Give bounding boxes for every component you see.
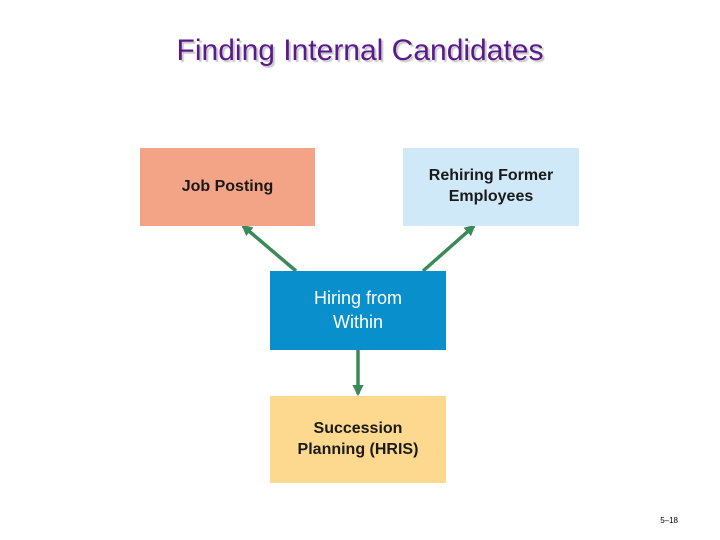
succession-planning-box: Succession Planning (HRIS): [270, 396, 446, 483]
hiring-within-label-line1: Hiring from: [313, 288, 402, 309]
job-posting-label: Job Posting: [181, 177, 274, 195]
succession-label-line1: Succession: [313, 419, 403, 437]
page-number: 5–18: [660, 516, 678, 525]
rehiring-label-line2: Employees: [448, 188, 534, 205]
arrow-to-rehiring: [421, 224, 476, 273]
job-posting-box: Job Posting: [140, 148, 315, 226]
hiring-within-label-line2: Within: [332, 311, 383, 332]
slide-title: Finding Internal Candidates: [176, 34, 544, 67]
rehiring-former-employees-box: Rehiring Former Employees: [403, 148, 579, 226]
rehiring-label-line1: Rehiring Former: [428, 167, 554, 185]
succession-label-line2: Planning (HRIS): [297, 440, 419, 458]
arrow-to-job-posting: [241, 224, 298, 273]
hiring-from-within-box: Hiring from Within: [270, 271, 446, 350]
